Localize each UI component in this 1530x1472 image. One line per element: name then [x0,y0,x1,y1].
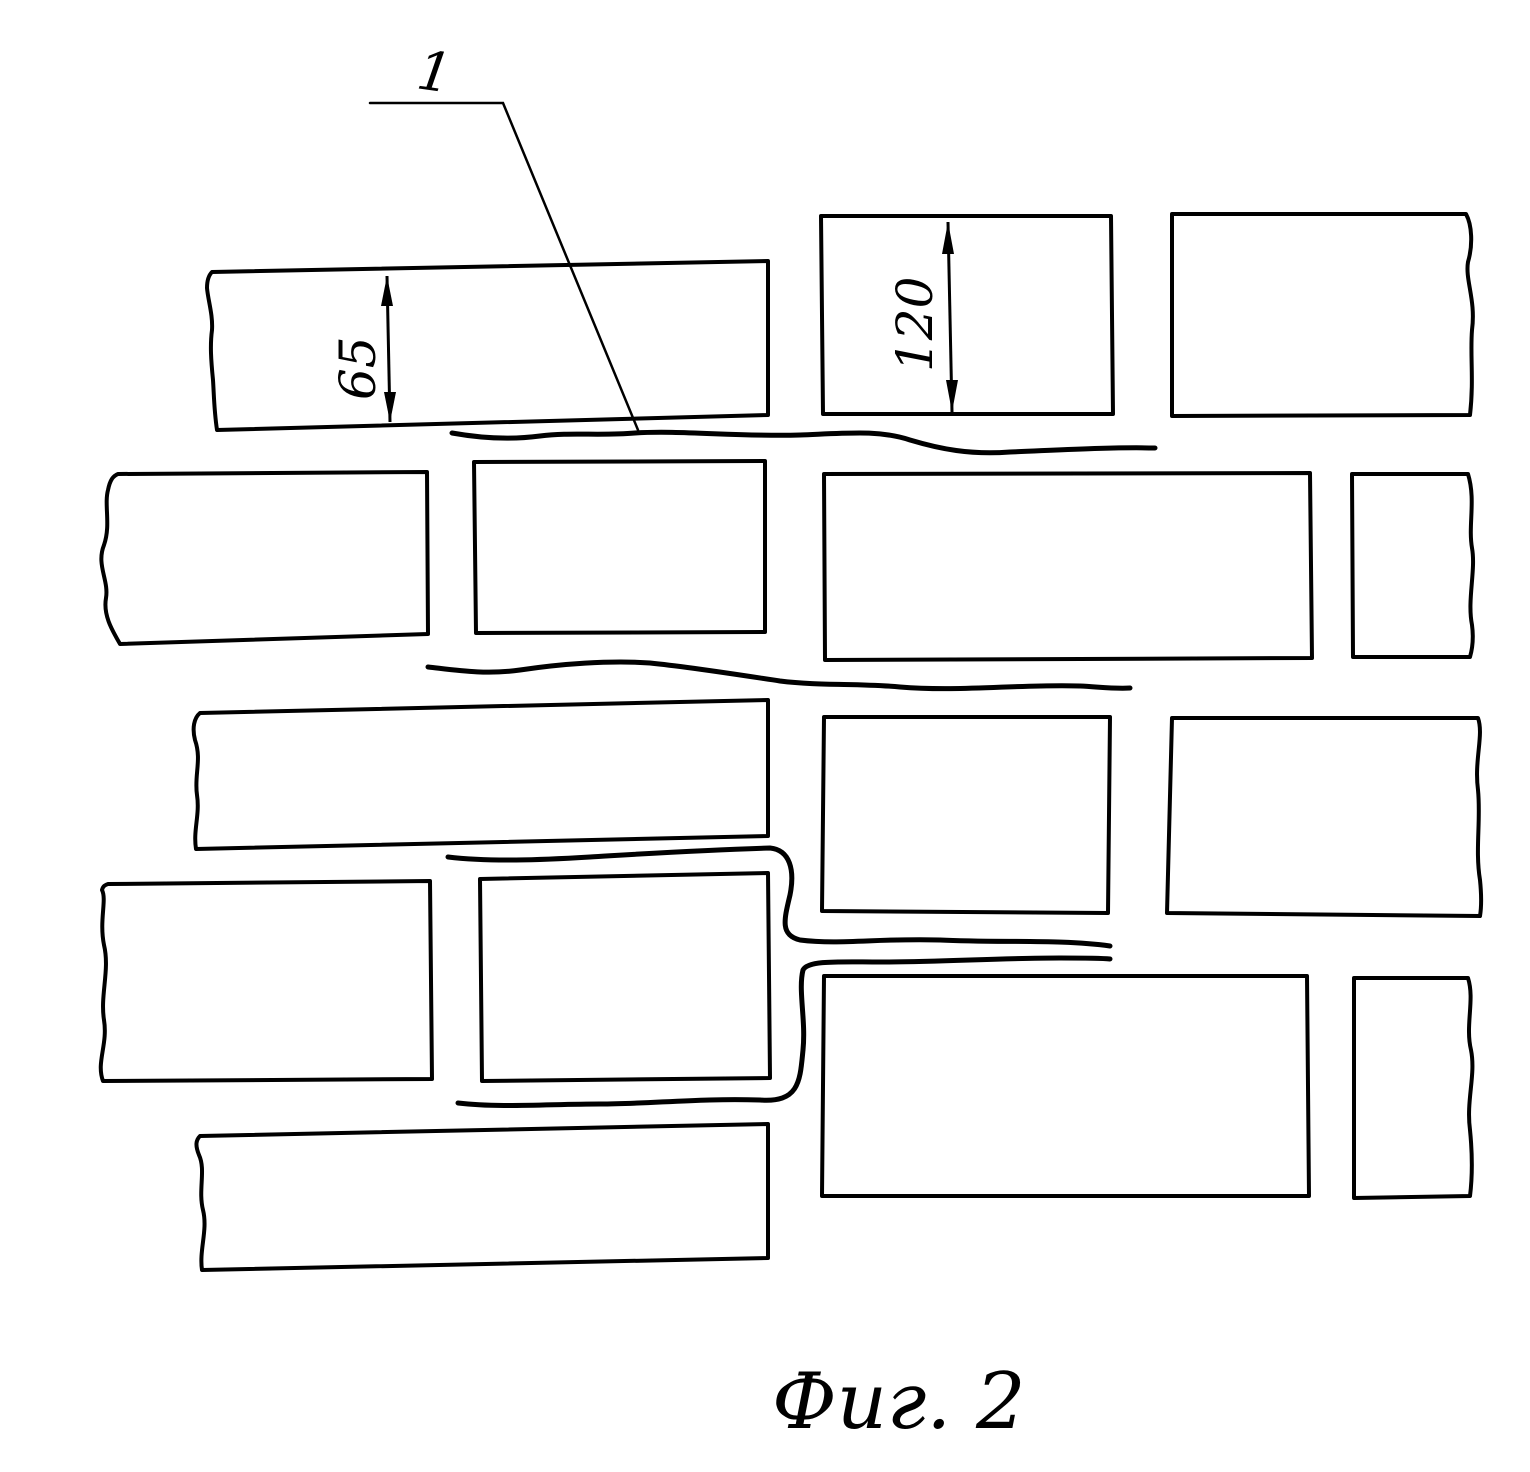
brick-row2-left [99,470,430,646]
dimension-120: 120 [886,221,958,413]
arrow-up-icon [942,222,954,254]
brick-row4-third [820,974,1311,1198]
mortar-joint-4 [455,955,1113,1109]
brick-row1-middle [819,214,1115,416]
dimension-label-65: 65 [329,336,387,400]
arrow-up-icon [381,276,393,306]
mortar-joint-3 [445,845,1113,949]
figure-caption: Фиг. 2 [772,1357,1026,1447]
dimension-65: 65 [329,275,396,423]
brick-row4-right [1352,976,1475,1200]
leader-callout: 1 [368,38,640,432]
arrow-down-icon [946,380,958,412]
arrow-down-icon [384,392,396,422]
brick-row3-right [1165,716,1484,918]
brick-row3-middle [820,715,1112,915]
brick-row1-right [1170,212,1475,418]
dimension-label-120: 120 [886,277,944,372]
leader-label: 1 [413,38,456,105]
mortar-joint-2 [425,659,1133,692]
mortar-joint-1 [449,429,1158,456]
brick-row5-left [194,1122,770,1272]
brick-row2-second [472,459,767,635]
brick-row4-left [98,879,434,1083]
brick-row4-second [478,871,772,1083]
leader-line [368,101,640,432]
brick-row1-left [205,259,770,432]
brick-row2-right [1350,472,1476,659]
brick-row3-left [191,698,770,851]
brick-row2-third [822,471,1314,662]
